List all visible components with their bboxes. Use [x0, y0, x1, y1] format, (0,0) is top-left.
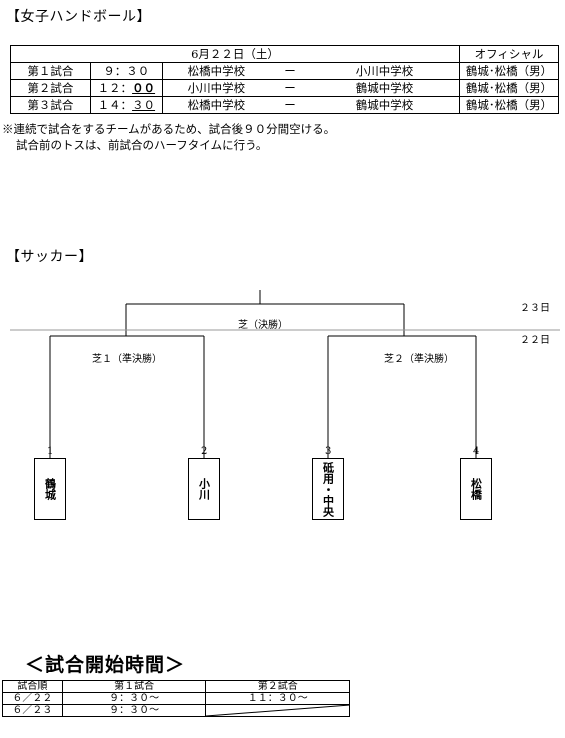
game-label: 第２試合 — [10, 79, 91, 97]
school-b: 鶴城中学校 — [309, 79, 460, 97]
time-main: ９：３０ — [103, 64, 150, 78]
header-game1: 第１試合 — [61, 680, 207, 693]
table-row: 第２試合 １２：００ 小川中学校 ー 鶴城中学校 鶴城･松橋（男） — [10, 79, 559, 97]
official: 鶴城･松橋（男） — [459, 79, 559, 97]
handball-schedule-table: 6月２２日（土） オフィシャル 第１試合 ９：３０ 松橋中学校 ー 小川中学校 … — [10, 45, 559, 114]
table-header-row: 試合順 第１試合 第２試合 — [2, 680, 350, 693]
team-box: 松橋 — [460, 458, 492, 520]
time-prefix: １４： — [97, 98, 133, 112]
tournament-bracket — [10, 290, 560, 458]
table-row: 第３試合 １４：３０ 松橋中学校 ー 鶴城中学校 鶴城･松橋（男） — [10, 96, 559, 114]
team-name: 松橋 — [469, 478, 483, 500]
game-time: １４：３０ — [89, 96, 163, 114]
row-game1-time: ９：３０～ — [61, 704, 207, 717]
handball-note-2: 試合前のトスは、前試合のハーフタイムに行う。 — [16, 138, 268, 152]
school-b: 鶴城中学校 — [309, 96, 460, 114]
table-row: ６／２３ ９：３０～ — [2, 704, 351, 717]
versus-dash: ー — [270, 96, 310, 114]
team-box: 鶴城 — [34, 458, 66, 520]
team-box: 小川 — [188, 458, 220, 520]
game-time: ９：３０ — [89, 62, 163, 80]
diagonal-slash — [206, 705, 351, 716]
official: 鶴城･松橋（男） — [459, 62, 559, 80]
table-row: ６／２２ ９：３０～ １１：３０～ — [2, 692, 350, 705]
row-date: ６／２２ — [2, 692, 63, 705]
header-official: オフィシャル — [459, 45, 559, 63]
versus-dash: ー — [270, 79, 310, 97]
start-times-table: 試合順 第１試合 第２試合 ６／２２ ９：３０～ １１：３０～ ６／２３ ９：３… — [2, 680, 351, 717]
start-times-title: ＜試合開始時間＞ — [25, 654, 186, 676]
header-order: 試合順 — [2, 680, 63, 693]
team-number: 4 — [473, 446, 480, 457]
school-b: 小川中学校 — [309, 62, 460, 80]
time-underlined: ００ — [132, 81, 156, 95]
soccer-title: 【サッカー】 — [6, 249, 93, 265]
final-label: 芝（決勝） — [238, 320, 288, 331]
empty-cell — [205, 704, 351, 717]
school-a: 松橋中学校 — [161, 96, 271, 114]
row-game1-time: ９：３０～ — [61, 692, 207, 705]
row-date: ６／２３ — [2, 704, 63, 717]
official: 鶴城･松橋（男） — [459, 96, 559, 114]
row-game2-time: １１：３０～ — [205, 692, 350, 705]
team-number: 2 — [201, 446, 208, 457]
table-header-row: 6月２２日（土） オフィシャル — [10, 45, 559, 63]
game-label: 第１試合 — [10, 62, 91, 80]
team-number: 1 — [47, 446, 54, 457]
team-number: 3 — [325, 446, 332, 457]
time-prefix: １２： — [97, 81, 133, 95]
day-23-label: ２３日 — [520, 303, 550, 314]
team-name: 小川 — [197, 478, 211, 500]
day-22-label: ２２日 — [520, 335, 550, 346]
handball-note-1: ※連続で試合をするチームがあるため、試合後９０分間空ける。 — [2, 122, 336, 136]
semi2-label: 芝２（準決勝） — [384, 354, 454, 365]
table-row: 第１試合 ９：３０ 松橋中学校 ー 小川中学校 鶴城･松橋（男） — [10, 62, 559, 80]
header-date: 6月２２日（土） — [10, 45, 460, 63]
time-underlined: ３０ — [132, 98, 156, 112]
semi1-label: 芝１（準決勝） — [92, 354, 162, 365]
school-a: 松橋中学校 — [161, 62, 271, 80]
game-time: １２：００ — [89, 79, 163, 97]
header-game2: 第２試合 — [205, 680, 350, 693]
team-name: 砥用・中央 — [321, 461, 335, 517]
school-a: 小川中学校 — [161, 79, 271, 97]
game-label: 第３試合 — [10, 96, 91, 114]
team-name: 鶴城 — [43, 478, 57, 500]
versus-dash: ー — [270, 62, 310, 80]
team-box: 砥用・中央 — [312, 458, 344, 520]
handball-title: 【女子ハンドボール】 — [6, 9, 151, 25]
